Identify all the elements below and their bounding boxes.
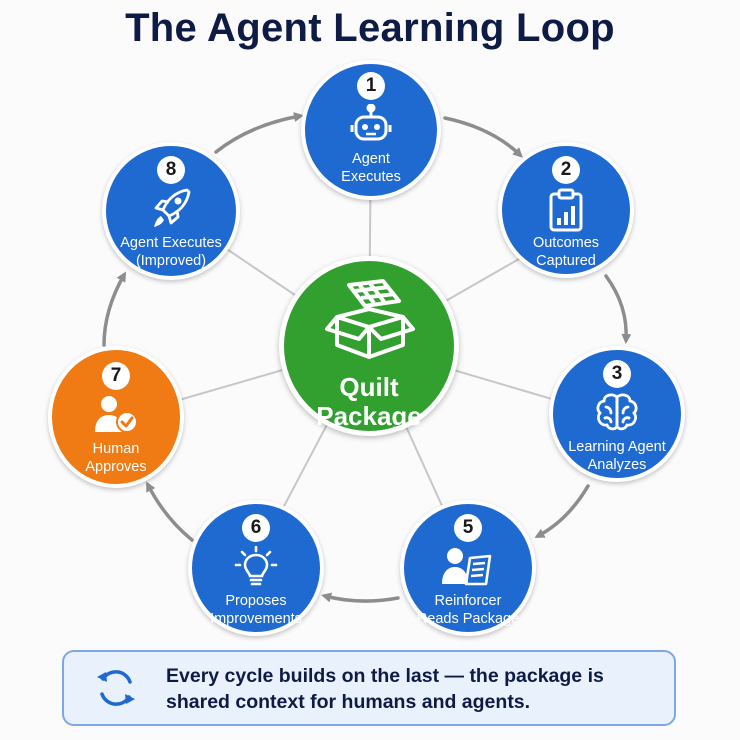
- step-label-6b: Improvements: [210, 611, 302, 627]
- step-node-2: 2 Outcomes Captured: [498, 142, 634, 278]
- step-label-2a: Outcomes: [532, 235, 600, 251]
- clipboard-chart-icon: [546, 188, 586, 237]
- step-label-3b: Analyzes: [587, 457, 647, 473]
- footer-text-line-1: Every cycle builds on the last — the pac…: [166, 665, 604, 687]
- step-node-8: 8 Agent Executes (Improved): [102, 142, 240, 280]
- center-label-line-1: Quilt: [339, 372, 399, 402]
- step-number-8: 8: [157, 156, 185, 184]
- footer-callout: Every cycle builds on the last — the pac…: [62, 650, 676, 726]
- arrow-2-to-3: [604, 274, 632, 344]
- step-node-7: 7 Human Approves: [48, 346, 184, 488]
- step-label-8b: (Improved): [135, 253, 207, 269]
- step-label-6a: Proposes: [225, 593, 287, 609]
- arrow-7-to-8: [102, 271, 126, 347]
- step-number-7: 7: [102, 362, 130, 390]
- arrow-1-to-2: [443, 116, 523, 158]
- package-box-icon: [321, 279, 417, 364]
- arrow-3-to-5: [534, 484, 590, 538]
- step-label-7b: Approves: [85, 459, 147, 475]
- step-label-7a: Human: [92, 441, 140, 457]
- center-label-line-2: Package: [316, 401, 422, 431]
- brain-icon: [594, 392, 640, 437]
- step-label-3a: Learning Agent: [568, 439, 666, 455]
- arrow-8-to-1: [214, 112, 304, 154]
- step-number-6: 6: [242, 514, 270, 542]
- page-title: The Agent Learning Loop: [125, 6, 615, 50]
- step-node-5: 5 Reinforcer Reads Package: [400, 500, 536, 636]
- step-label-2b: Captured: [536, 253, 596, 269]
- step-number-1: 1: [357, 72, 385, 100]
- step-node-1: 1 Agent Executes: [301, 60, 441, 200]
- step-node-3: 3 Learning Agent Analyzes: [549, 346, 685, 482]
- arrow-5-to-6: [321, 592, 400, 603]
- robot-icon: [349, 103, 393, 149]
- person-check-icon: [93, 394, 139, 439]
- step-node-6: 6 Proposes Improvements: [188, 500, 324, 636]
- step-label-1b: Executes: [341, 169, 401, 185]
- step-label-1a: Agent: [352, 151, 390, 167]
- step-label-5a: Reinforcer: [434, 593, 502, 609]
- step-label-5b: Reads Package: [416, 611, 520, 627]
- center-package-node: Quilt Package: [279, 256, 459, 436]
- person-document-icon: [442, 546, 494, 591]
- step-label-8a: Agent Executes: [120, 235, 222, 251]
- cycle-arrows-icon: [94, 666, 138, 715]
- lightbulb-icon: [234, 545, 278, 593]
- arrow-6-to-7: [146, 481, 194, 542]
- step-number-5: 5: [454, 514, 482, 542]
- cycle-arrows: [102, 112, 632, 603]
- rocket-icon: [149, 186, 193, 235]
- step-number-3: 3: [603, 360, 631, 388]
- footer-text-line-2: shared context for humans and agents.: [166, 691, 531, 713]
- step-number-2: 2: [552, 156, 580, 184]
